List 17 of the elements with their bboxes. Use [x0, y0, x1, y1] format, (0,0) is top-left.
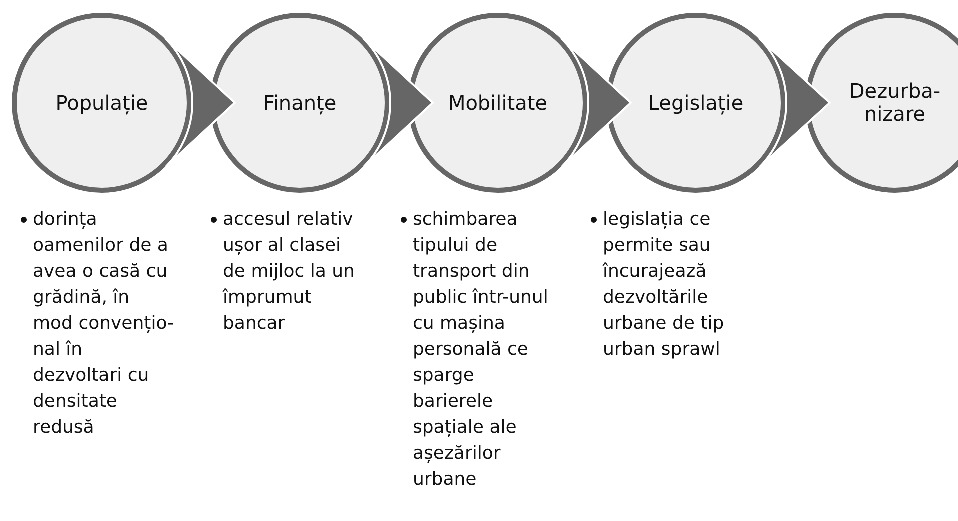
arrow: [165, 38, 236, 168]
step-title: Dezurba-nizare: [848, 80, 942, 126]
step-circle: [210, 13, 390, 193]
step-circle: [12, 13, 192, 193]
step-title: Mobilitate: [448, 92, 548, 114]
step-title: Populație: [56, 92, 148, 114]
step-title: Finanțe: [263, 92, 337, 114]
arrow: [759, 38, 831, 168]
step-circle: [606, 13, 786, 193]
bullet-text: dorința oamenilor de a avea o casă cu grădină, în mod convențio-nal în dezvoltari cu densitate redusă: [33, 208, 175, 440]
bullet-text: legislația ce permite sau încurajează dezvoltările urbane de tip urban sprawl: [603, 208, 726, 362]
arrow: [561, 38, 632, 168]
step-circle: [408, 13, 588, 193]
step-title: Legislație: [648, 92, 744, 114]
arrow: [363, 38, 434, 168]
bullet-text: schimbarea tipului de transport din public într-unul cu mașina personală ce sparge barierele spațiale ale așezărilor urbane: [413, 208, 550, 492]
bullet-text: accesul relativ ușor al clasei de mijloc la un împrumut bancar: [223, 208, 356, 336]
